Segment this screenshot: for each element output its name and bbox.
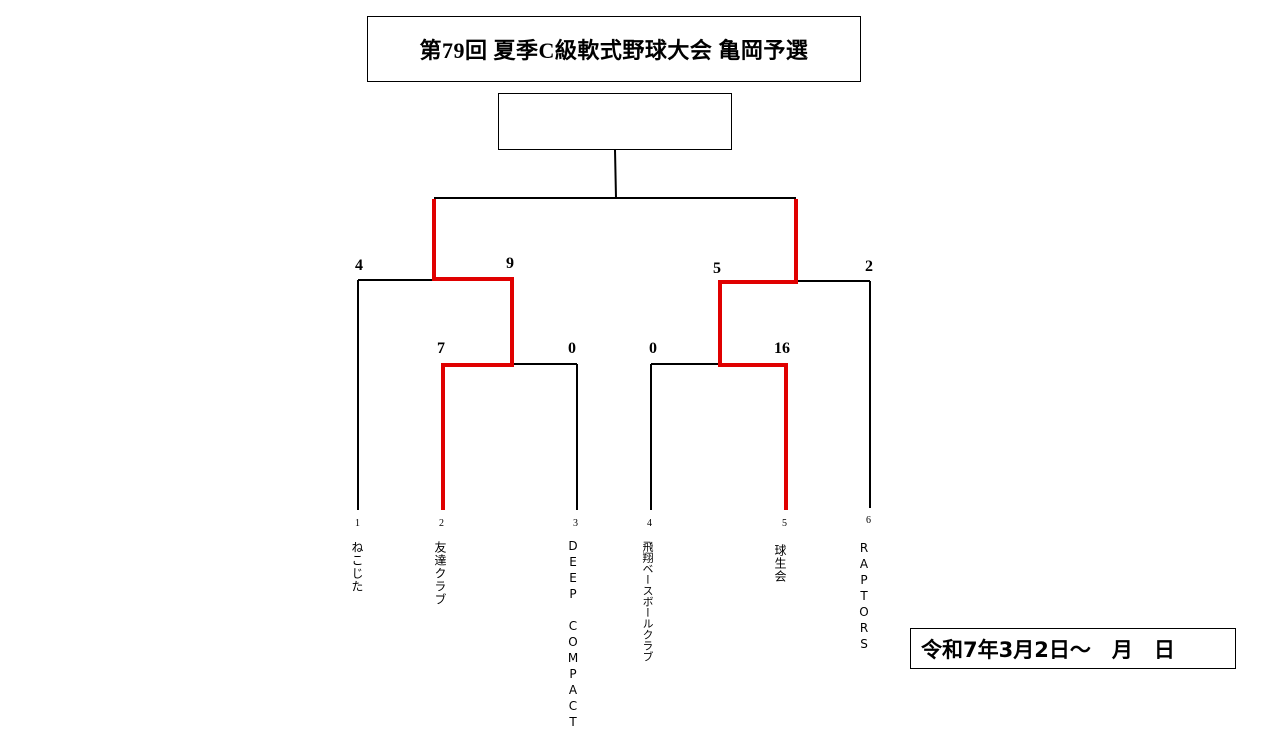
r1-left-score-a: 7 — [437, 340, 445, 357]
date-range: 令和7年3月2日～ 月 日 — [910, 628, 1236, 669]
team-name-3: DEEP COMPACT — [566, 539, 580, 731]
seed-2: 2 — [439, 518, 444, 529]
champion-box — [498, 93, 732, 150]
right-winner-path — [718, 199, 798, 510]
r1-right-score-b: 16 — [774, 340, 790, 357]
semi-left-score-b: 9 — [506, 255, 514, 272]
team-name-1: ねこじた — [350, 541, 364, 593]
semi-right-score-b: 2 — [865, 258, 873, 275]
r1-left-score-b: 0 — [568, 340, 576, 357]
team-name-6: RAPTORS — [857, 541, 871, 653]
team-name-5: 球生会 — [773, 544, 787, 583]
left-winner-path — [432, 199, 514, 510]
seed-1: 1 — [355, 518, 360, 529]
semi-left-score-a: 4 — [355, 257, 363, 274]
team-name-4: 飛翔ベースボールクラブ — [641, 541, 654, 662]
seed-6: 6 — [866, 515, 871, 526]
final-stem — [614, 149, 617, 199]
semi-right-score-a: 5 — [713, 260, 721, 277]
seed-3: 3 — [573, 518, 578, 529]
team-name-2: 友達クラブ — [433, 541, 447, 606]
tournament-title: 第79回 夏季C級軟式野球大会 亀岡予選 — [367, 16, 861, 82]
r1-right-score-a: 0 — [649, 340, 657, 357]
seed-5: 5 — [782, 518, 787, 529]
seed-4: 4 — [647, 518, 652, 529]
